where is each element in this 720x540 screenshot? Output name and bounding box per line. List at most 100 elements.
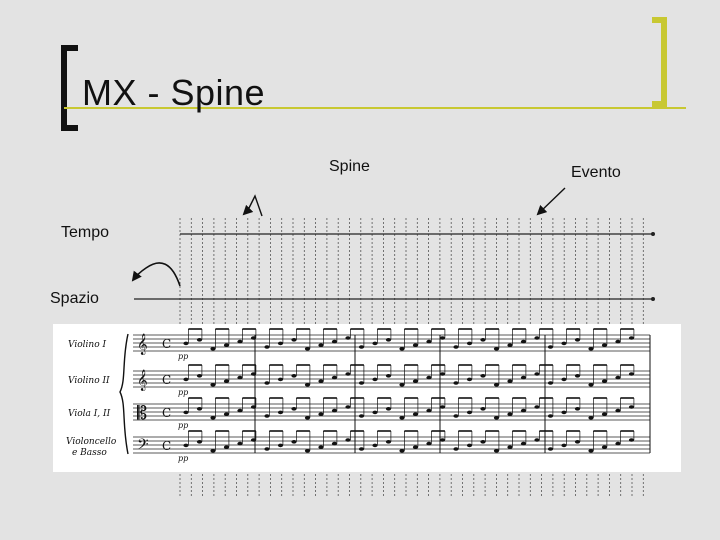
note-head — [223, 412, 230, 417]
note-head — [547, 381, 554, 385]
note-head — [318, 412, 324, 417]
note-head — [358, 414, 365, 418]
note-head — [439, 438, 446, 442]
note-head — [520, 375, 527, 380]
spine-label: Spine — [329, 158, 370, 175]
note-head — [466, 443, 473, 448]
note-head — [385, 407, 392, 411]
instrument-name: Violoncello — [66, 437, 117, 447]
time-signature: C — [162, 337, 171, 351]
note-head — [534, 372, 540, 376]
note-head — [439, 372, 446, 376]
note-head — [372, 410, 378, 415]
note-head — [210, 416, 216, 420]
note-head — [534, 438, 540, 442]
note-head — [561, 410, 567, 415]
note-head — [210, 449, 216, 453]
note-head — [534, 405, 540, 409]
note-head — [318, 379, 324, 384]
note-head — [493, 449, 500, 453]
note-head — [439, 405, 446, 409]
note-head — [547, 447, 554, 451]
note-head — [291, 338, 297, 342]
note-head — [183, 341, 189, 346]
note-head — [385, 440, 392, 444]
note-head — [426, 441, 432, 446]
note-head — [466, 377, 473, 382]
note-head — [237, 441, 243, 446]
note-head — [426, 339, 432, 344]
note-head — [345, 438, 351, 442]
note-head — [237, 375, 243, 380]
instrument-name: Viola I, II — [68, 409, 111, 419]
note-head — [210, 383, 216, 387]
note-head — [507, 379, 513, 384]
time-signature: C — [162, 406, 171, 420]
note-head — [196, 338, 203, 342]
note-head — [277, 341, 284, 346]
note-head — [304, 347, 311, 351]
note-head — [223, 379, 230, 384]
right-title-bracket — [652, 17, 667, 107]
note-head — [628, 438, 635, 442]
note-head — [493, 383, 500, 387]
note-head — [372, 341, 378, 346]
note-head — [480, 440, 486, 444]
note-head — [534, 336, 540, 340]
note-head — [291, 374, 297, 378]
note-head — [331, 408, 338, 413]
note-head — [507, 445, 513, 450]
note-head — [385, 338, 392, 342]
note-head — [183, 410, 189, 415]
note-head — [628, 405, 635, 409]
note-head — [345, 405, 351, 409]
note-head — [412, 343, 419, 348]
note-head — [520, 441, 527, 446]
note-head — [561, 443, 567, 448]
note-head — [304, 449, 311, 453]
instrument-name: e Basso — [72, 448, 107, 458]
note-head — [588, 383, 594, 387]
note-head — [561, 377, 567, 382]
note-head — [196, 440, 203, 444]
note-head — [372, 377, 378, 382]
instrument-name: Violino II — [68, 376, 110, 386]
evento-arrow-icon — [536, 187, 566, 216]
note-head — [399, 416, 405, 420]
note-head — [574, 338, 581, 342]
system-brace — [119, 333, 129, 455]
note-head — [318, 445, 324, 450]
spazio-curve-arrow-icon — [131, 262, 181, 287]
note-head — [439, 336, 446, 340]
note-head — [183, 443, 189, 448]
alto-clef-icon: 𝄡 — [137, 403, 147, 424]
note-head — [264, 345, 270, 349]
note-head — [453, 345, 459, 349]
note-head — [561, 341, 567, 346]
note-head — [453, 447, 459, 451]
note-head — [304, 383, 311, 387]
note-head — [493, 347, 500, 351]
note-head — [480, 338, 486, 342]
bass-clef-icon: 𝄢 — [137, 436, 149, 457]
note-head — [196, 374, 203, 378]
note-head — [453, 381, 459, 385]
note-head — [480, 407, 486, 411]
note-head — [588, 347, 594, 351]
note-head — [277, 443, 284, 448]
tempo-label: Tempo — [61, 224, 110, 241]
note-head — [412, 412, 419, 417]
note-head — [412, 445, 419, 450]
note-head — [588, 449, 594, 453]
note-head — [588, 416, 594, 420]
note-head — [601, 379, 608, 384]
instrument-name: Violino I — [68, 340, 106, 350]
note-head — [264, 447, 270, 451]
note-head — [574, 407, 581, 411]
note-head — [399, 383, 405, 387]
note-head — [318, 343, 324, 348]
note-head — [520, 339, 527, 344]
note-head — [358, 345, 365, 349]
